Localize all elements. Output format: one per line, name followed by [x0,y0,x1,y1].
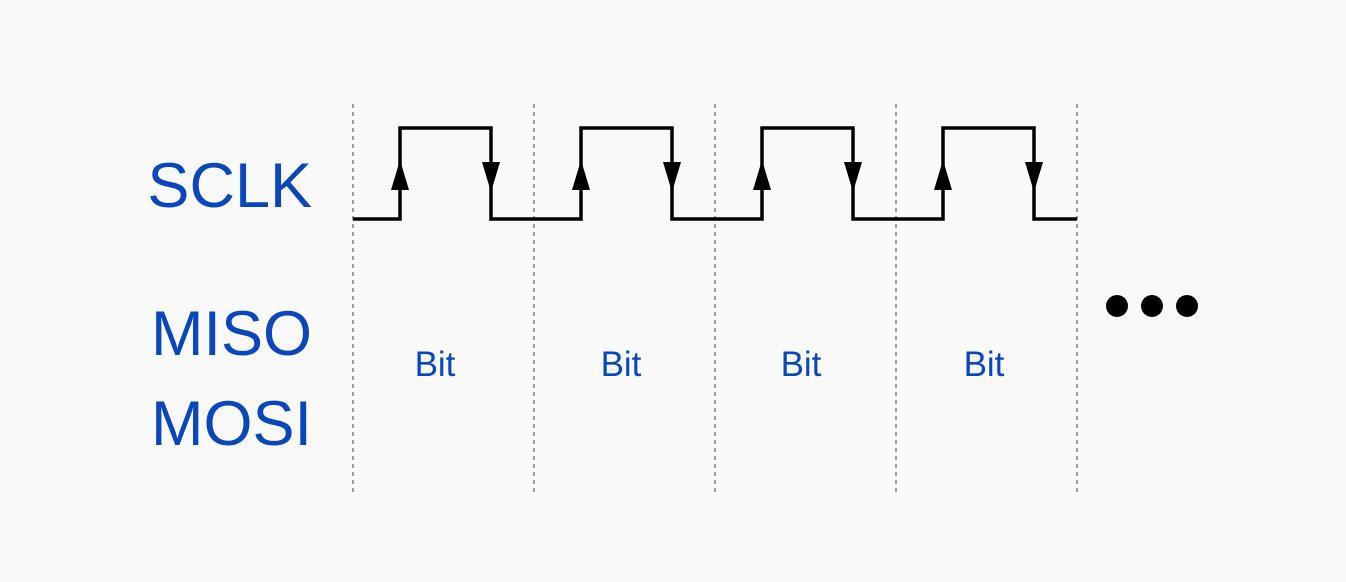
falling-edge-arrow [482,162,500,192]
bit-label: Bit [781,345,822,384]
rising-edge-arrow [934,160,952,190]
continuation-dot [1141,295,1163,317]
continuation-dot [1176,295,1198,317]
sclk-waveform [353,126,1077,221]
falling-edge-arrow [844,162,862,192]
falling-edge-arrow [663,162,681,192]
bit-boundaries [352,104,1078,496]
miso-label: MISO [150,299,312,369]
mosi-label: MOSI [150,389,312,459]
clock-edge-arrows [391,160,1043,192]
bit-label: Bit [964,345,1005,384]
bit-label: Bit [601,345,642,384]
continuation-dots [1106,295,1198,317]
rising-edge-arrow [572,160,590,190]
bit-labels: Bit Bit Bit Bit [415,345,1005,384]
sclk-label: SCLK [147,151,312,221]
rising-edge-arrow [753,160,771,190]
falling-edge-arrow [1025,162,1043,192]
continuation-dot [1106,295,1128,317]
rising-edge-arrow [391,160,409,190]
bit-label: Bit [415,345,456,384]
